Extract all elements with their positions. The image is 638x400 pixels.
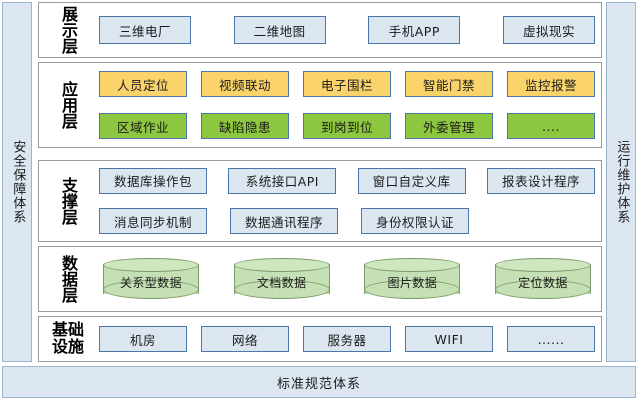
layer-data: 数据层 关系型数据 文档数据 bbox=[38, 246, 602, 312]
layer-support-body: 数据库操作包 系统接口API 窗口自定义库 报表设计程序 消息同步机制 数据通讯… bbox=[97, 161, 601, 241]
node-virtual-reality[interactable]: 虚拟现实 bbox=[502, 16, 595, 44]
layer-infrastructure-body: 机房 网络 服务器 WIFI ...... bbox=[97, 317, 601, 361]
node-defect-hazard[interactable]: 缺陷隐患 bbox=[201, 113, 289, 139]
pillar-operation-maintenance-system: 运行维护体系 bbox=[606, 2, 636, 362]
layer-application: 应用层 人员定位 视频联动 电子围栏 智能门禁 监控报警 区域作业 缺陷隐患 到… bbox=[38, 62, 602, 148]
node-video-linkage[interactable]: 视频联动 bbox=[201, 71, 289, 97]
layer-data-body: 关系型数据 文档数据 图片数据 定 bbox=[97, 247, 601, 311]
data-row: 关系型数据 文档数据 图片数据 定 bbox=[99, 258, 595, 300]
cylinder-top-icon bbox=[364, 258, 461, 272]
layer-support-label: 支撑层 bbox=[39, 161, 97, 241]
node-infrastructure-more[interactable]: ...... bbox=[507, 326, 595, 352]
bottom-band-label: 标准规范体系 bbox=[276, 376, 361, 392]
layer-infrastructure: 基础设施 机房 网络 服务器 WIFI ...... bbox=[38, 316, 602, 362]
application-row-orange: 人员定位 视频联动 电子围栏 智能门禁 监控报警 bbox=[99, 71, 595, 97]
layer-support-label-text: 支撑层 bbox=[58, 177, 78, 225]
band-standard-specification-system: 标准规范体系 bbox=[2, 366, 636, 398]
node-outsourcing-management[interactable]: 外委管理 bbox=[405, 113, 493, 139]
node-wifi[interactable]: WIFI bbox=[405, 326, 493, 352]
layer-support: 支撑层 数据库操作包 系统接口API 窗口自定义库 报表设计程序 消息同步机制 … bbox=[38, 160, 602, 242]
node-server[interactable]: 服务器 bbox=[303, 326, 391, 352]
layer-data-label-text: 数据层 bbox=[58, 255, 78, 303]
node-identity-permission-authentication[interactable]: 身份权限认证 bbox=[361, 208, 469, 235]
node-positioning-data-label: 定位数据 bbox=[518, 275, 568, 290]
layer-presentation-label: 展示层 bbox=[39, 3, 97, 57]
infra-label-line-1: 基础 bbox=[51, 320, 84, 340]
node-database-operation-package[interactable]: 数据库操作包 bbox=[99, 167, 207, 194]
presentation-row: 三维电厂 二维地图 手机APP 虚拟现实 bbox=[99, 16, 595, 44]
node-report-design-program[interactable]: 报表设计程序 bbox=[486, 167, 595, 194]
node-image-data[interactable]: 图片数据 bbox=[364, 258, 461, 300]
node-3d-power-plant[interactable]: 三维电厂 bbox=[99, 16, 191, 44]
node-relational-data-label: 关系型数据 bbox=[119, 275, 182, 290]
node-message-sync-mechanism[interactable]: 消息同步机制 bbox=[99, 208, 207, 235]
node-window-custom-library[interactable]: 窗口自定义库 bbox=[357, 167, 466, 194]
node-network[interactable]: 网络 bbox=[201, 326, 289, 352]
node-document-data[interactable]: 文档数据 bbox=[233, 258, 330, 300]
layer-application-body: 人员定位 视频联动 电子围栏 智能门禁 监控报警 区域作业 缺陷隐患 到岗到位 … bbox=[97, 63, 601, 147]
layer-infrastructure-label-text: 基础设施 bbox=[48, 320, 88, 356]
node-system-interface-api[interactable]: 系统接口API bbox=[228, 167, 337, 194]
layer-application-label: 应用层 bbox=[39, 63, 97, 147]
cylinder-top-icon bbox=[103, 258, 199, 272]
node-relational-data[interactable]: 关系型数据 bbox=[103, 258, 199, 300]
pillar-right-label: 运行维护体系 bbox=[614, 140, 630, 224]
layer-presentation: 展示层 三维电厂 二维地图 手机APP 虚拟现实 bbox=[38, 2, 602, 58]
layer-presentation-label-text: 展示层 bbox=[58, 6, 78, 54]
node-mobile-app[interactable]: 手机APP bbox=[368, 16, 461, 44]
cylinder-bottom-icon bbox=[364, 280, 461, 299]
node-application-more[interactable]: .... bbox=[507, 113, 595, 139]
layer-presentation-body: 三维电厂 二维地图 手机APP 虚拟现实 bbox=[97, 3, 601, 57]
node-on-post-in-place[interactable]: 到岗到位 bbox=[303, 113, 391, 139]
cylinder-bottom-icon bbox=[494, 280, 591, 299]
node-positioning-data[interactable]: 定位数据 bbox=[494, 258, 591, 300]
pillar-security-system: 安全保障体系 bbox=[2, 2, 32, 362]
node-area-operation[interactable]: 区域作业 bbox=[99, 113, 187, 139]
node-2d-map[interactable]: 二维地图 bbox=[233, 16, 326, 44]
node-image-data-label: 图片数据 bbox=[387, 275, 438, 290]
layer-data-label: 数据层 bbox=[39, 247, 97, 311]
pillar-left-label: 安全保障体系 bbox=[10, 140, 26, 224]
cylinder-top-icon bbox=[233, 258, 330, 272]
node-document-data-label: 文档数据 bbox=[256, 275, 307, 290]
layer-infrastructure-label: 基础设施 bbox=[39, 317, 97, 361]
infrastructure-row: 机房 网络 服务器 WIFI ...... bbox=[99, 326, 595, 352]
support-row-1: 数据库操作包 系统接口API 窗口自定义库 报表设计程序 bbox=[99, 167, 595, 194]
application-row-green: 区域作业 缺陷隐患 到岗到位 外委管理 .... bbox=[99, 113, 595, 139]
cylinder-top-icon bbox=[494, 258, 591, 272]
node-computer-room[interactable]: 机房 bbox=[99, 326, 187, 352]
node-electronic-fence[interactable]: 电子围栏 bbox=[303, 71, 391, 97]
support-row-2: 消息同步机制 数据通讯程序 身份权限认证 bbox=[99, 208, 595, 235]
node-data-communication-program[interactable]: 数据通讯程序 bbox=[230, 208, 338, 235]
cylinder-bottom-icon bbox=[233, 280, 330, 299]
node-personnel-positioning[interactable]: 人员定位 bbox=[99, 71, 187, 97]
infra-label-line-2: 设施 bbox=[51, 337, 84, 356]
node-smart-access-control[interactable]: 智能门禁 bbox=[405, 71, 493, 97]
cylinder-bottom-icon bbox=[103, 280, 199, 299]
layer-application-label-text: 应用层 bbox=[58, 81, 78, 129]
node-monitoring-alarm[interactable]: 监控报警 bbox=[507, 71, 595, 97]
